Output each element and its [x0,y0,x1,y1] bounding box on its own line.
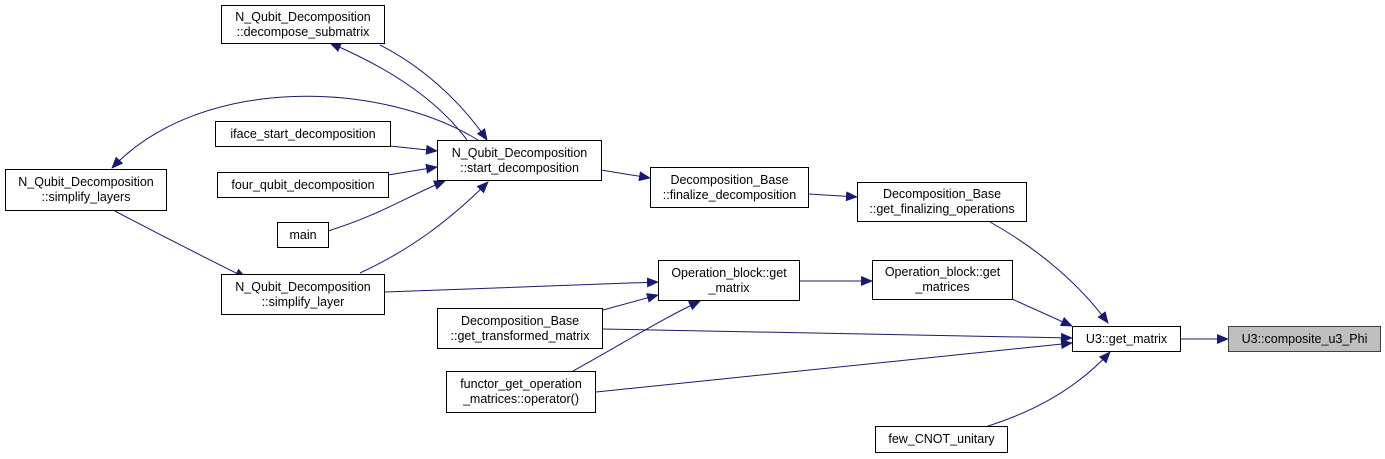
node-iface-start-decomposition-label: iface_start_decomposition [230,126,376,141]
edge-finalizing-ops-to-u3-get-matrix [989,221,1109,324]
node-functor-get-operation-matrices-line1: functor_get_operation [460,377,582,391]
node-get-finalizing-operations-line1: Decomposition_Base [882,187,1002,201]
node-decompose-submatrix-line2: ::decompose_submatrix [236,24,370,39]
node-get-finalizing-operations[interactable]: Decomposition_Base ::get_finalizing_oper… [857,182,1027,222]
edge-start-to-decompose-submatrix [329,42,468,141]
node-few-cnot-unitary-label: few_CNOT_unitary [888,432,995,446]
node-main-label: main [289,227,317,242]
node-decompose-submatrix-line1: N_Qubit_Decomposition [235,9,371,24]
node-opblock-get-matrix[interactable]: Operation_block::get _matrix [658,260,800,301]
node-four-qubit-decomposition-label: four_qubit_decomposition [231,177,375,192]
node-simplify-layer-line1: N_Qubit_Decomposition [235,279,371,294]
edge-functor-to-opblock-get-matrix [572,300,701,372]
node-u3-get-matrix-label: U3::get_matrix [1085,331,1168,346]
edge-functor-to-u3-get-matrix [595,339,1073,393]
edge-start-to-simplify-layers [111,95,479,169]
edge-transformed-to-u3-get-matrix [602,328,1073,343]
node-get-transformed-matrix-line2: ::get_transformed_matrix [450,328,590,343]
edge-transformed-to-opblock-get-matrix [602,293,659,311]
node-composite-u3-phi-label: U3::composite_u3_Phi [1241,331,1368,346]
node-functor-get-operation-matrices-line2: _matrices::operator() [462,392,579,406]
node-simplify-layer[interactable]: N_Qubit_Decomposition ::simplify_layer [221,274,385,315]
edge-simplify-layer-to-start [359,181,489,274]
node-decompose-submatrix[interactable]: N_Qubit_Decomposition ::decompose_submat… [221,5,385,44]
node-iface-start-decomposition[interactable]: iface_start_decomposition [215,121,391,147]
edge-main-to-start [327,180,446,232]
edge-simplify-layers-to-simplify-layer [114,210,247,279]
node-start-decomposition[interactable]: N_Qubit_Decomposition ::start_decomposit… [437,140,602,181]
node-four-qubit-decomposition[interactable]: four_qubit_decomposition [217,172,389,198]
node-u3-get-matrix[interactable]: U3::get_matrix [1072,326,1181,352]
edge-finalize-to-finalizing-ops [808,191,858,202]
node-simplify-layer-line2: ::simplify_layer [261,294,345,309]
node-opblock-get-matrix-line1: Operation_block::get [671,265,787,280]
edge-four-to-start [387,163,438,176]
node-get-transformed-matrix[interactable]: Decomposition_Base ::get_transformed_mat… [437,308,603,349]
node-simplify-layers[interactable]: N_Qubit_Decomposition ::simplify_layers [5,169,167,211]
edge-get-matrices-to-u3-get-matrix [1011,298,1073,327]
edge-iface-to-start [389,144,438,155]
node-get-finalizing-operations-line2: ::get_finalizing_operations [869,202,1015,216]
node-start-decomposition-line2: ::start_decomposition [460,160,579,175]
node-main[interactable]: main [277,222,329,248]
edge-start-to-finalize [600,169,651,182]
node-simplify-layers-line2: ::simplify_layers [41,190,131,204]
node-get-transformed-matrix-line1: Decomposition_Base [460,313,580,328]
node-finalize-decomposition-line2: ::finalize_decomposition [662,187,797,202]
node-composite-u3-phi: U3::composite_u3_Phi [1228,326,1381,352]
node-finalize-decomposition-line1: Decomposition_Base [670,172,789,187]
node-start-decomposition-line1: N_Qubit_Decomposition [451,145,588,160]
node-few-cnot-unitary[interactable]: few_CNOT_unitary [875,426,1008,453]
edge-few-cnot-to-u3-get-matrix [984,351,1111,428]
node-opblock-get-matrix-line2: _matrix [708,280,750,295]
node-opblock-get-matrices-line2: _matrices [915,280,970,294]
node-simplify-layers-line1: N_Qubit_Decomposition [18,175,154,189]
node-opblock-get-matrices[interactable]: Operation_block::get _matrices [872,260,1013,300]
node-opblock-get-matrices-line1: Operation_block::get [884,265,1001,279]
edge-simplify-layer-to-opblock-get-matrix [384,277,659,293]
node-functor-get-operation-matrices[interactable]: functor_get_operation _matrices::operato… [446,371,596,413]
edge-decompose-submatrix-to-start [379,44,488,141]
node-finalize-decomposition[interactable]: Decomposition_Base ::finalize_decomposit… [650,167,809,208]
